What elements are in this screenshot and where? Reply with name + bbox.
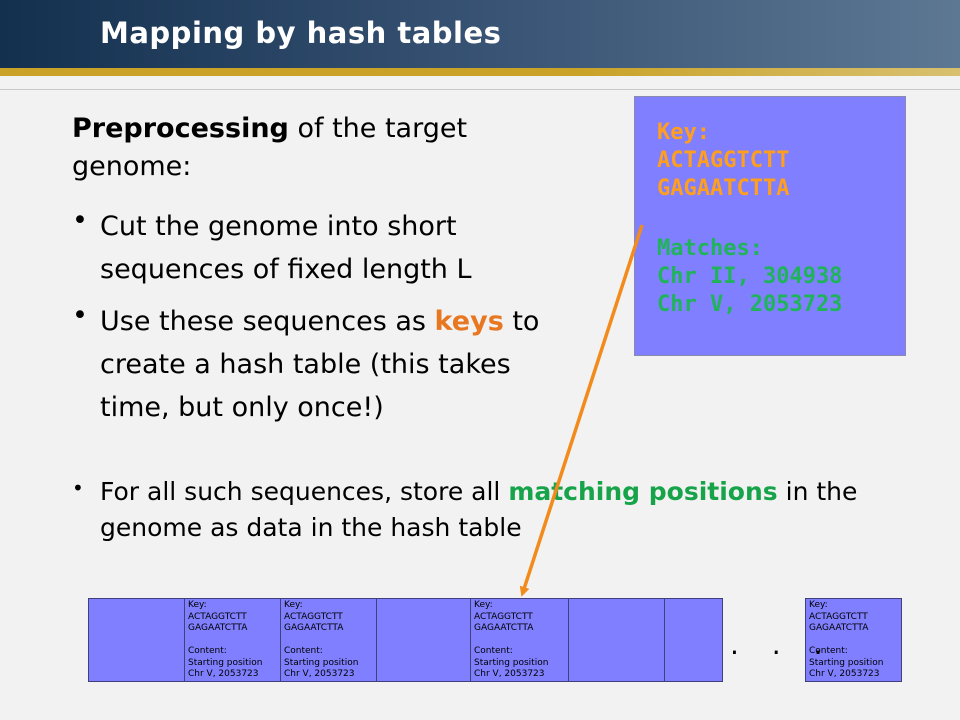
hash-cell: Key: ACTAGGTCTT GAGAATCTTA Content: Star… [805,598,902,682]
matches-block: Matches: Chr II, 304938 Chr V, 2053723 [657,235,842,319]
intro-rest: of the target genome: [72,113,468,182]
slide-title: Mapping by hash tables [100,16,502,50]
hash-cell-empty [376,598,471,682]
key-line-1: ACTAGGTCTT [657,148,790,173]
bullet-store-pre: For all such sequences, store all [100,477,509,506]
hash-cell-text: Key: ACTAGGTCTT GAGAATCTTA Content: Star… [284,600,359,679]
keys-highlight: keys [434,306,504,337]
key-line-2: GAGAATCTTA [657,176,790,201]
bullet-dot: • [72,300,88,331]
matches-label: Matches: [657,236,763,261]
key-label: Key: [657,120,710,145]
match-1: Chr II, 304938 [657,264,843,289]
bullet-dot: • [72,476,84,500]
bullet-use-keys: Use these sequences as keys to create a … [100,300,560,429]
intro-text: Preprocessing of the target genome: [72,110,512,186]
bullet-dot: • [72,205,88,236]
hash-cell: Key: ACTAGGTCTT GAGAATCTTA Content: Star… [280,598,377,682]
matching-positions-highlight: matching positions [508,477,778,506]
slide-header: Mapping by hash tables [0,0,960,68]
match-2: Chr V, 2053723 [657,292,843,317]
header-accent-bar [0,68,960,76]
bullet-store-post: in the genome as data in the hash table [100,477,858,542]
hash-cell: Key: ACTAGGTCTT GAGAATCTTA Content: Star… [470,598,569,682]
bullet-keys-post: to create a hash table (this takes time,… [100,306,540,423]
divider [0,89,960,90]
hash-cell-text: Key: ACTAGGTCTT GAGAATCTTA Content: Star… [809,600,884,679]
hash-cell-empty [88,598,185,682]
key-block: Key: ACTAGGTCTT GAGAATCTTA [657,119,789,203]
hash-cell-empty [664,598,723,682]
bullet-cut-genome: Cut the genome into short sequences of f… [100,211,472,285]
bullet-store-matches: For all such sequences, store all matchi… [100,474,920,546]
bullet-keys-pre: Use these sequences as [100,306,435,337]
hash-cell: Key: ACTAGGTCTT GAGAATCTTA Content: Star… [184,598,281,682]
intro-bold: Preprocessing [72,113,289,144]
hash-cell-empty [568,598,665,682]
table-ellipsis: . . . [730,628,835,661]
key-matches-box: Key: ACTAGGTCTT GAGAATCTTA Matches: Chr … [634,96,906,356]
hash-cell-text: Key: ACTAGGTCTT GAGAATCTTA Content: Star… [474,600,549,679]
hash-cell-text: Key: ACTAGGTCTT GAGAATCTTA Content: Star… [188,600,263,679]
